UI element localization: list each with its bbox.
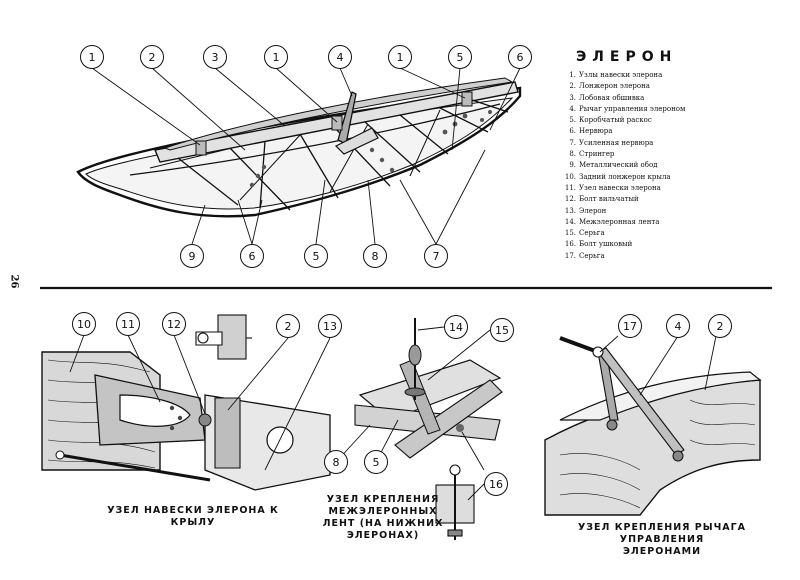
- legend-item-number: 8.: [569, 150, 576, 159]
- lever-node-drawing: [544, 335, 762, 516]
- caption-line: ЭЛЕРОНАМИ: [622, 546, 702, 557]
- legend-item-number: 6.: [569, 127, 576, 136]
- legend-item: 2.Лонжерон элерона: [562, 81, 685, 92]
- page-number: 26: [8, 274, 20, 289]
- legend-item: 12.Болт вильчатый: [562, 194, 685, 205]
- legend-item-number: 3.: [569, 93, 576, 102]
- caption-line: ЭЛЕРОНАХ): [346, 530, 420, 541]
- caption-line: УЗЕЛ КРЕПЛЕНИЯ РЫЧАГА УПРАВЛЕНИЯ: [577, 522, 747, 545]
- legend-item-number: 13.: [564, 206, 576, 215]
- callout-circle: 16: [484, 472, 508, 496]
- caption-line: МЕЖЭЛЕРОННЫХ: [328, 506, 438, 517]
- legend-item-text: Элерон: [579, 206, 607, 215]
- legend-item-text: Болт ушковый: [579, 240, 633, 249]
- legend-item-text: Лобовая обшивка: [579, 93, 645, 102]
- caption-hinge-node: УЗЕЛ НАВЕСКИ ЭЛЕРОНА К КРЫЛУ: [107, 505, 279, 528]
- callout-circle: 1: [80, 45, 104, 69]
- legend-item-text: Стрингер: [579, 150, 615, 159]
- legend-item-number: 16.: [564, 240, 576, 249]
- callout-circle: 12: [162, 312, 186, 336]
- legend-item-text: Серьга: [579, 229, 605, 238]
- callout-circle: 5: [364, 450, 388, 474]
- legend-item: 9.Металлический обод: [562, 160, 685, 171]
- callout-circle: 2: [140, 45, 164, 69]
- legend-item-number: 17.: [564, 251, 576, 260]
- callout-circle: 7: [424, 244, 448, 268]
- callout-circle: 6: [508, 45, 532, 69]
- legend-item-text: Узел навески элерона: [579, 183, 661, 192]
- callout-circle: 2: [276, 314, 300, 338]
- callout-circle: 5: [448, 45, 472, 69]
- legend-item-text: Нервюра: [579, 127, 613, 136]
- callout-circle: 4: [328, 45, 352, 69]
- legend-item-number: 12.: [564, 195, 576, 204]
- legend-item: 15.Серьга: [562, 228, 685, 239]
- legend-item-number: 7.: [569, 138, 576, 147]
- legend-item: 16.Болт ушковый: [562, 239, 685, 250]
- legend-item-text: Рычаг управления элероном: [579, 104, 686, 113]
- callout-circle: 14: [444, 315, 468, 339]
- callout-circle: 9: [180, 244, 204, 268]
- legend-item-number: 15.: [564, 229, 576, 238]
- legend-item-text: Металлический обод: [579, 161, 658, 170]
- legend-item: 11.Узел навески элерона: [562, 183, 685, 194]
- legend-item-text: Узлы навески элерона: [579, 71, 663, 79]
- legend-item-number: 1.: [569, 71, 576, 79]
- caption-line: ЛЕНТ (НА НИЖНИХ: [322, 518, 444, 529]
- callout-circle: 15: [490, 318, 514, 342]
- legend-item-number: 10.: [564, 172, 576, 181]
- hinge-node-drawing: [41, 314, 331, 491]
- legend-item: 7.Усиленная нервюра: [562, 138, 685, 149]
- callout-circle: 10: [72, 312, 96, 336]
- legend-item-number: 11.: [564, 183, 576, 192]
- legend-item-text: Усиленная нервюра: [579, 138, 654, 147]
- tape-node-drawing: [335, 318, 503, 540]
- legend-item-number: 9.: [569, 161, 576, 170]
- legend-item-number: 2.: [569, 82, 576, 91]
- callout-circle: 6: [240, 244, 264, 268]
- callout-circle: 4: [666, 314, 690, 338]
- legend-item-text: Серьга: [579, 251, 605, 260]
- callout-circle: 1: [264, 45, 288, 69]
- legend-item-number: 4.: [569, 104, 576, 113]
- legend-item: 6.Нервюра: [562, 126, 685, 137]
- legend-item: 4.Рычаг управления элероном: [562, 104, 685, 115]
- legend-item: 1.Узлы навески элерона: [562, 70, 685, 81]
- legend-item: 13.Элерон: [562, 206, 685, 217]
- callout-circle: 1: [388, 45, 412, 69]
- callout-circle: 8: [363, 244, 387, 268]
- legend-item-text: Коробчатый раскос: [579, 116, 652, 125]
- caption-line: УЗЕЛ КРЕПЛЕНИЯ: [326, 494, 440, 505]
- callout-circle: 8: [324, 450, 348, 474]
- legend-title: ЭЛЕРОН: [576, 49, 678, 65]
- legend-item-text: Болт вильчатый: [579, 195, 639, 204]
- callout-circle: 3: [203, 45, 227, 69]
- callout-circle: 17: [618, 314, 642, 338]
- callout-circle: 5: [304, 244, 328, 268]
- callout-circle: 13: [318, 314, 342, 338]
- legend-item-number: 5.: [569, 116, 576, 125]
- legend-item: 3.Лобовая обшивка: [562, 93, 685, 104]
- legend-item: 10.Задний лонжерон крыла: [562, 172, 685, 183]
- legend-item: 14.Межэлеронная лента: [562, 217, 685, 228]
- legend-item-text: Задний лонжерон крыла: [579, 172, 671, 181]
- legend-item-number: 14.: [564, 217, 576, 226]
- legend-item: 8.Стрингер: [562, 149, 685, 160]
- legend-item: 17.Серьга: [562, 251, 685, 262]
- aileron-assembly-drawing: [76, 67, 522, 245]
- legend-item-text: Межэлеронная лента: [579, 217, 660, 226]
- caption-tape-node: УЗЕЛ КРЕПЛЕНИЯ МЕЖЭЛЕРОННЫХ ЛЕНТ (НА НИЖ…: [318, 494, 448, 542]
- legend-item-text: Лонжерон элерона: [579, 82, 650, 91]
- caption-lever-node: УЗЕЛ КРЕПЛЕНИЯ РЫЧАГА УПРАВЛЕНИЯ ЭЛЕРОНА…: [552, 522, 772, 558]
- legend-item: 5.Коробчатый раскос: [562, 115, 685, 126]
- callout-circle: 2: [708, 314, 732, 338]
- callout-circle: 11: [116, 312, 140, 336]
